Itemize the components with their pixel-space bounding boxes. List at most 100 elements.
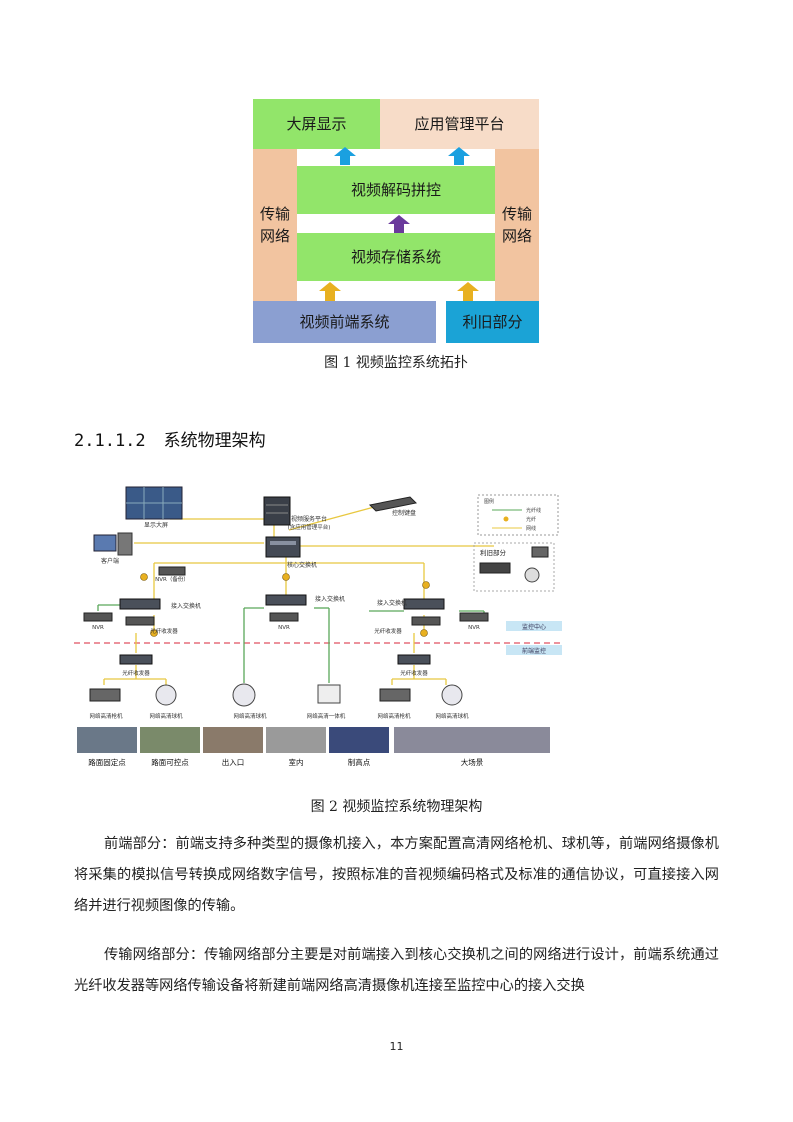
figure-1-caption: 图 1 视频监控系统拓扑 — [324, 355, 468, 371]
display-wall-icon — [125, 486, 183, 520]
nvr-left-icon — [83, 612, 113, 622]
access-switch-left-icon — [119, 598, 161, 610]
display-wall-label: 显示大屏 — [144, 521, 168, 529]
scene-label-1: 路面可控点 — [151, 757, 189, 767]
paragraph-transport: 传输网络部分：传输网络部分主要是对前端接入到核心交换机之间的网络进行设计，前端系… — [74, 947, 719, 994]
fiber-right-icon — [411, 616, 441, 626]
access-switch-left-label: 接入交换机 — [171, 602, 201, 610]
storage-label: 视频存储系统 — [350, 248, 441, 266]
scene-photos — [77, 727, 550, 753]
scene-photo-2 — [203, 727, 263, 753]
access-switch-icons — [119, 594, 445, 610]
scene-photo-4 — [329, 727, 389, 753]
legend: 图例 光纤线 光纤 网线 — [477, 494, 559, 536]
nvr-icons — [83, 612, 489, 626]
section-title: 系统物理架构 — [163, 431, 266, 451]
server-label: 视频服务平台 — [291, 515, 327, 523]
big-screen-label: 大屏显示 — [286, 115, 347, 133]
big-screen-block: 大屏显示 — [253, 99, 380, 149]
client-label: 客户端 — [101, 557, 119, 565]
nvr-backup-label: NVR（备份） — [155, 575, 189, 583]
frontend-label: 视频前端系统 — [299, 313, 390, 331]
paragraph-frontend: 前端部分：前端支持多种类型的摄像机接入，本方案配置高清网络枪机、球机等，前端网络… — [74, 836, 719, 914]
legacy-block: 利旧部分 — [446, 301, 539, 343]
scene-photo-0 — [77, 727, 137, 753]
dome-camera-right-icon — [441, 684, 463, 706]
camera-label-1: 网络高清球机 — [149, 712, 183, 720]
arrow-up-purple-icon — [388, 215, 410, 233]
transport-right-label: 传输网络 — [501, 205, 532, 245]
fiber-tx-right-icon — [397, 654, 431, 665]
figure-1-arrows — [319, 147, 479, 301]
scene-label-2: 出入口 — [222, 757, 245, 767]
scene-label-3: 室内 — [289, 757, 304, 767]
legacy-label: 利旧部分 — [462, 313, 523, 331]
frontend-area-label: 前端监控 — [522, 647, 546, 655]
legacy-area: 利旧部分 — [473, 542, 555, 592]
bullet-camera-right-icon — [379, 688, 411, 702]
legend-title: 图例 — [484, 498, 494, 505]
access-switch-mid-icon — [265, 594, 307, 606]
monitor-center-label: 监控中心 — [522, 623, 546, 631]
dome-camera-left-icon — [155, 684, 177, 706]
access-switch-mid-label: 接入交换机 — [315, 595, 345, 603]
keyboard-label: 控制键盘 — [392, 509, 416, 517]
fiber-left-label: 光纤收发器 — [150, 627, 178, 635]
legend-item-2: 网线 — [526, 525, 536, 532]
monitor-center-tag — [506, 621, 562, 631]
figure-2-caption: 图 2 视频监控系统物理架构 — [310, 799, 483, 815]
camera-label-3: 网络高清一体机 — [307, 712, 346, 720]
fiber-left-icon — [125, 616, 155, 626]
fiber-tx-left-icon — [119, 654, 153, 665]
bullet-camera-left-icon — [89, 688, 121, 702]
legend-item-0: 光纤线 — [526, 507, 541, 514]
storage-block: 视频存储系统 — [297, 233, 495, 281]
arrow-up-blue-icon — [334, 147, 470, 165]
client-pc-icon — [93, 532, 133, 556]
fiber-tx-left-label: 光纤收发器 — [122, 669, 150, 677]
transport-left-block: 传输网络 — [253, 149, 297, 301]
core-switch-icon — [265, 536, 301, 558]
decode-label: 视频解码拼控 — [350, 181, 441, 199]
decode-block: 视频解码拼控 — [297, 166, 495, 214]
arrow-up-gold-icon — [319, 282, 479, 301]
camera-label-5: 网络高清球机 — [435, 712, 469, 720]
server-icon — [263, 496, 291, 526]
dome-camera-mid-icon — [232, 683, 256, 707]
app-platform-block: 应用管理平台 — [380, 99, 539, 149]
frontend-block: 视频前端系统 — [253, 301, 436, 343]
app-platform-label: 应用管理平台 — [414, 115, 505, 133]
legacy-camera-icon — [531, 546, 549, 558]
nvr-right-label: NVR — [468, 625, 480, 631]
fiber-tx-right-label: 光纤收发器 — [400, 669, 428, 677]
scene-photo-5 — [394, 727, 550, 753]
legend-node-icon — [503, 516, 509, 522]
legacy-nvr-icon — [479, 562, 511, 574]
page-number: 11 — [389, 1040, 404, 1053]
transport-right-block: 传输网络 — [495, 149, 539, 301]
legacy-label: 利旧部分 — [480, 548, 507, 557]
network-lines — [103, 502, 494, 685]
frontend-area-tag — [506, 645, 562, 655]
fiber-right-label: 光纤收发器 — [374, 627, 402, 635]
scene-label-4: 制高点 — [348, 757, 371, 767]
nvr-right-icon — [459, 612, 489, 622]
server-sub-label: (含应用管理平台) — [288, 523, 331, 531]
integrated-camera-icon — [317, 684, 341, 704]
nvr-mid-icon — [269, 612, 299, 622]
camera-label-4: 网络高清枪机 — [377, 712, 411, 720]
nvr-mid-label: NVR — [278, 625, 290, 631]
fiber-node-icons — [140, 573, 430, 637]
legacy-dome-icon — [524, 567, 540, 583]
access-switch-right-icon — [403, 598, 445, 610]
section-heading: 2.1.1.2 系统物理架构 — [74, 426, 266, 451]
figure-2-diagram: 显示大屏 客户端 视频服务平台 (含应用管理平台) 控制键盘 图例 光纤线 光纤… — [74, 486, 562, 767]
scene-label-5: 大场景 — [461, 757, 484, 767]
access-switch-right-label: 接入交换机 — [377, 599, 407, 607]
section-number: 2.1.1.2 — [74, 431, 146, 451]
nvr-backup-icon — [158, 566, 186, 576]
scene-photo-3 — [266, 727, 326, 753]
transport-left-label: 传输网络 — [259, 205, 290, 245]
camera-icons — [89, 683, 463, 707]
control-keyboard-icon — [368, 496, 418, 512]
